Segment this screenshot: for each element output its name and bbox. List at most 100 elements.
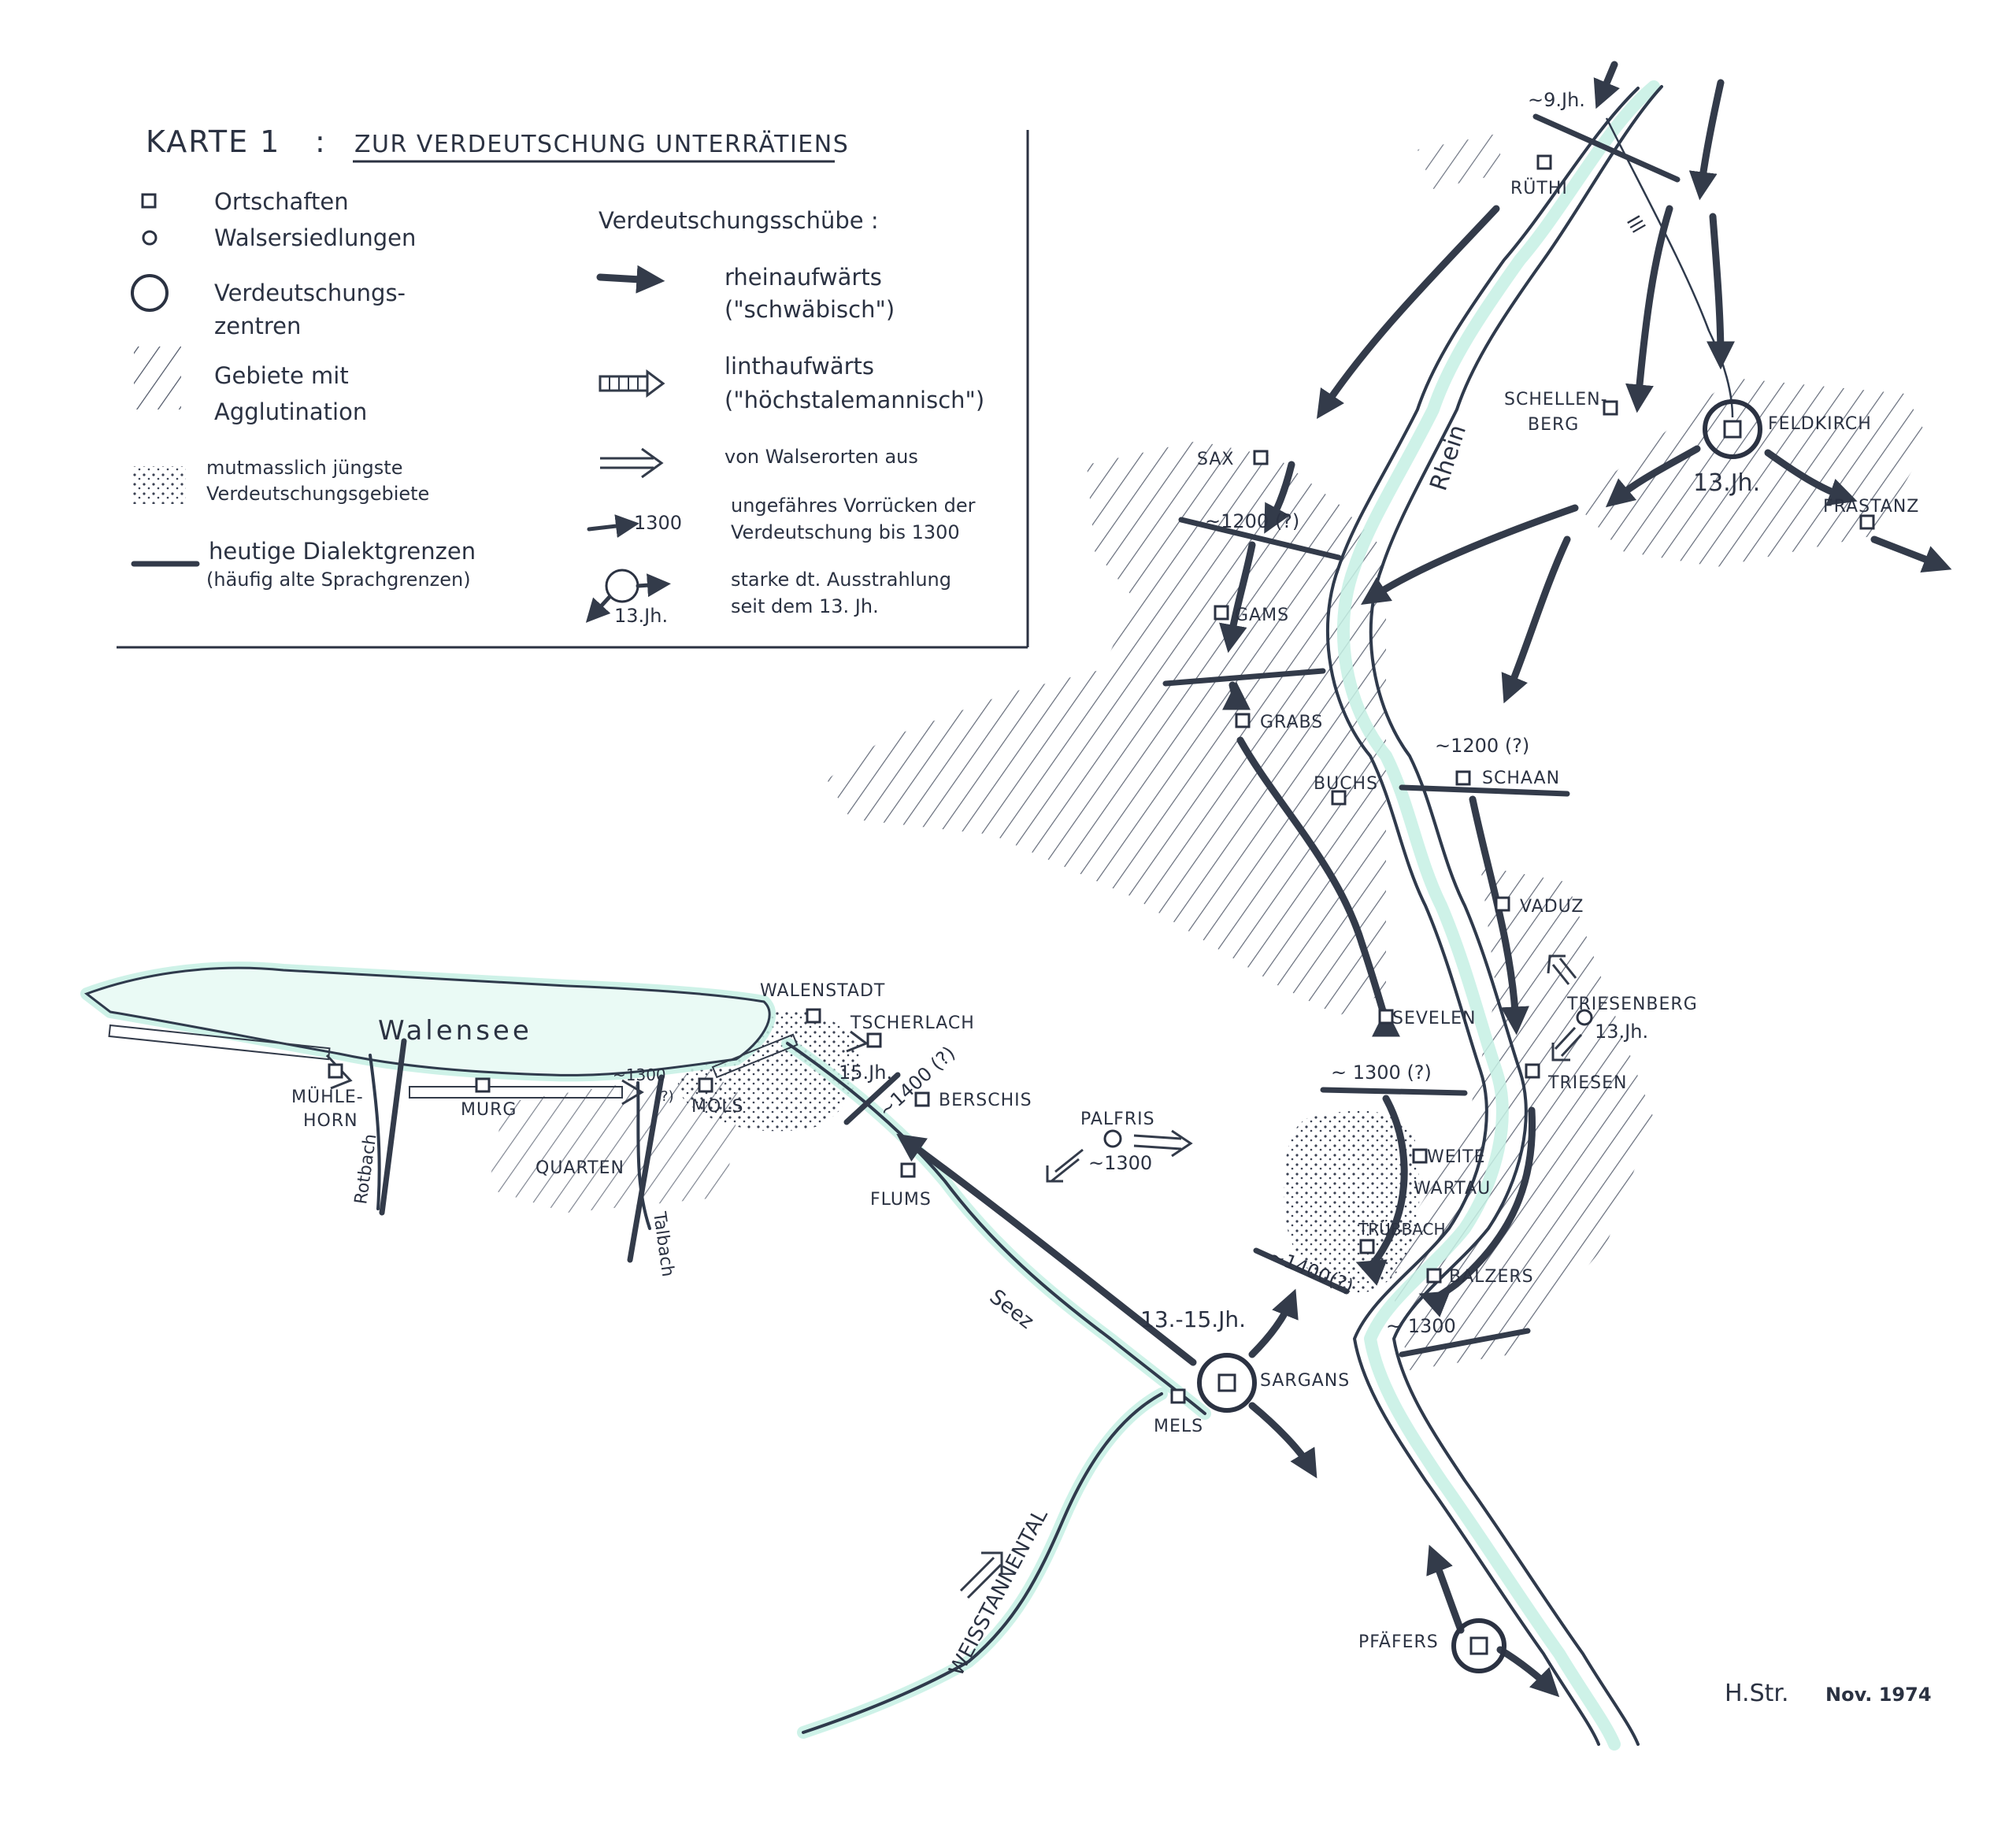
legend-walser-symbol	[142, 230, 158, 246]
legend-schuebe-heading: Verdeutschungsschübe :	[598, 207, 879, 234]
tscherlach-label: TSCHERLACH	[850, 1013, 975, 1033]
berschis-marker	[914, 1091, 930, 1107]
border-truebbach	[1253, 1247, 1350, 1295]
ruethi-label: RÜTHI	[1510, 178, 1568, 198]
muehlehorn-label-2: HORN	[303, 1111, 358, 1131]
waters: Walensee Rhein Ill Seez WEISSTANNENTAL R…	[80, 80, 1734, 1751]
legend-dialekt-1: heutige Dialektgrenzen	[209, 538, 476, 565]
annot-sargans-13-15jh: 13.-15.Jh.	[1140, 1306, 1246, 1332]
arrow-schellenberg	[1625, 205, 1673, 413]
border-sax	[1178, 517, 1342, 561]
pfaefers-label: PFÄFERS	[1358, 1632, 1439, 1652]
truebbach-label: TRÜBBACH	[1358, 1220, 1446, 1239]
schaan-label: SCHAAN	[1482, 769, 1560, 788]
legend-ausstr-2: seit dem 13. Jh.	[731, 595, 879, 617]
legend-title: KARTE 1	[146, 124, 280, 159]
legend-ortschaften: Ortschaften	[214, 188, 349, 215]
legend-hatch-symbol	[134, 346, 181, 409]
hatch-area-feldkirch	[1575, 378, 1929, 567]
legend-zentren-1: Verdeutschungs-	[214, 280, 406, 306]
legend-walser-arrow	[600, 447, 664, 479]
sevelen-marker	[1378, 1009, 1394, 1025]
ill-label: Ill	[1622, 212, 1649, 237]
tscherlach-marker	[866, 1032, 882, 1048]
arrow-sax-gams	[1264, 461, 1295, 534]
arrow-top-2	[1688, 79, 1725, 201]
murg-label: MURG	[461, 1100, 517, 1120]
weite-marker	[1412, 1148, 1428, 1164]
triesenberg-marker	[1576, 1009, 1593, 1026]
frastanz-marker	[1859, 514, 1875, 530]
border-balzers	[1399, 1328, 1531, 1358]
schellenberg-label-2: BERG	[1528, 415, 1579, 435]
flums-label: FLUMS	[870, 1190, 932, 1210]
border-sevelen	[1320, 1087, 1468, 1096]
muehlehorn-marker	[328, 1063, 343, 1079]
walser-arrows	[959, 954, 1583, 1599]
legend-dialekt-2: (häufig alte Sprachgrenzen)	[206, 569, 471, 591]
border-9jh	[1532, 113, 1681, 183]
arrow-gams-down	[1219, 541, 1256, 654]
rhein-arrows	[896, 61, 1952, 1698]
legend-subtitle: ZUR VERDEUTSCHUNG UNTERRÄTIENS	[354, 130, 849, 158]
walser-arrow-palfris-left	[1046, 1148, 1084, 1183]
legend-walser-from: von Walserorten aus	[724, 446, 918, 468]
legend-linth-1: linthaufwärts	[724, 353, 874, 380]
annot-mols-q: (?)	[655, 1088, 674, 1105]
settlements: RÜTHI SCHELLEN- BERG FELDKIRCH FRASTANZ …	[291, 154, 1919, 1673]
mels-marker	[1170, 1388, 1186, 1404]
ruethi-marker	[1536, 154, 1552, 170]
arrow-ruethi-sax	[1317, 205, 1500, 419]
arrow-feldkirch-left	[1605, 445, 1701, 508]
mols-marker	[698, 1077, 713, 1093]
annot-sevelen-1300: ~ 1300 (?)	[1331, 1062, 1432, 1084]
schellenberg-label-1: SCHELLEN-	[1504, 390, 1608, 409]
walser-arrow-palfris-right	[1133, 1129, 1193, 1158]
border-walensee	[379, 1038, 407, 1216]
buchs-label: BUCHS	[1314, 774, 1378, 794]
legend-ausstr-sym: 13.Jh.	[614, 605, 668, 627]
arrow-grabs-sevelen	[1236, 736, 1400, 1037]
dialect-borders	[379, 113, 1681, 1358]
triesen-marker	[1525, 1063, 1540, 1079]
annot-balzers-1300: ~ 1300	[1386, 1315, 1456, 1337]
legend-juengste-1: mutmasslich jüngste	[206, 457, 402, 479]
hatch-area-gams	[1418, 134, 1504, 189]
annot-palfris-1300: ~1300	[1088, 1152, 1152, 1174]
seez-label: Seez	[985, 1285, 1038, 1334]
walser-arrow-triesenberg-up	[1547, 954, 1577, 985]
walenstadt-label: WALENSTADT	[760, 981, 885, 1001]
hatch-area-walensee	[488, 1071, 740, 1213]
legend-juengste-2: Verdeutschungsgebiete	[206, 483, 429, 505]
walser-arrow-triesenberg-down	[1551, 1026, 1583, 1062]
rhein-right-bank	[1369, 85, 1663, 1746]
border-gams	[1162, 668, 1326, 687]
vaduz-marker	[1495, 896, 1510, 912]
murg-marker	[475, 1077, 491, 1093]
linth-arrow-mols	[711, 1030, 869, 1079]
weisstannental-glow	[797, 1388, 1168, 1739]
rhein-glow	[1336, 80, 1660, 1751]
legend-center-symbol	[131, 274, 169, 312]
grabs-marker	[1235, 713, 1251, 728]
rotbach-label: Rotbach	[351, 1132, 380, 1205]
pfaefers-center-ring	[1451, 1618, 1506, 1673]
legend-rhein-arrow	[596, 265, 665, 294]
walensee-lake	[83, 966, 771, 1076]
vaduz-label: VADUZ	[1520, 897, 1584, 917]
seez-river	[786, 1042, 1206, 1415]
annot-mols-1300: ~1300	[613, 1065, 666, 1084]
border-quarten	[627, 1074, 665, 1263]
gams-label: GAMS	[1235, 606, 1289, 625]
mels-label: MELS	[1154, 1417, 1203, 1436]
arrow-sargans-ne	[1248, 1288, 1299, 1358]
talbach-label: Talbach	[649, 1210, 677, 1278]
sargans-marker	[1217, 1373, 1236, 1392]
frastanz-label: FRASTANZ	[1823, 497, 1919, 517]
annot-tscherlach-15jh: 15.Jh.	[839, 1062, 892, 1084]
walenstadt-marker	[806, 1008, 821, 1024]
legend-walser: Walsersiedlungen	[214, 224, 416, 251]
pfaefers-marker	[1469, 1636, 1488, 1655]
legend-rhein-1: rheinaufwärts	[724, 264, 882, 291]
